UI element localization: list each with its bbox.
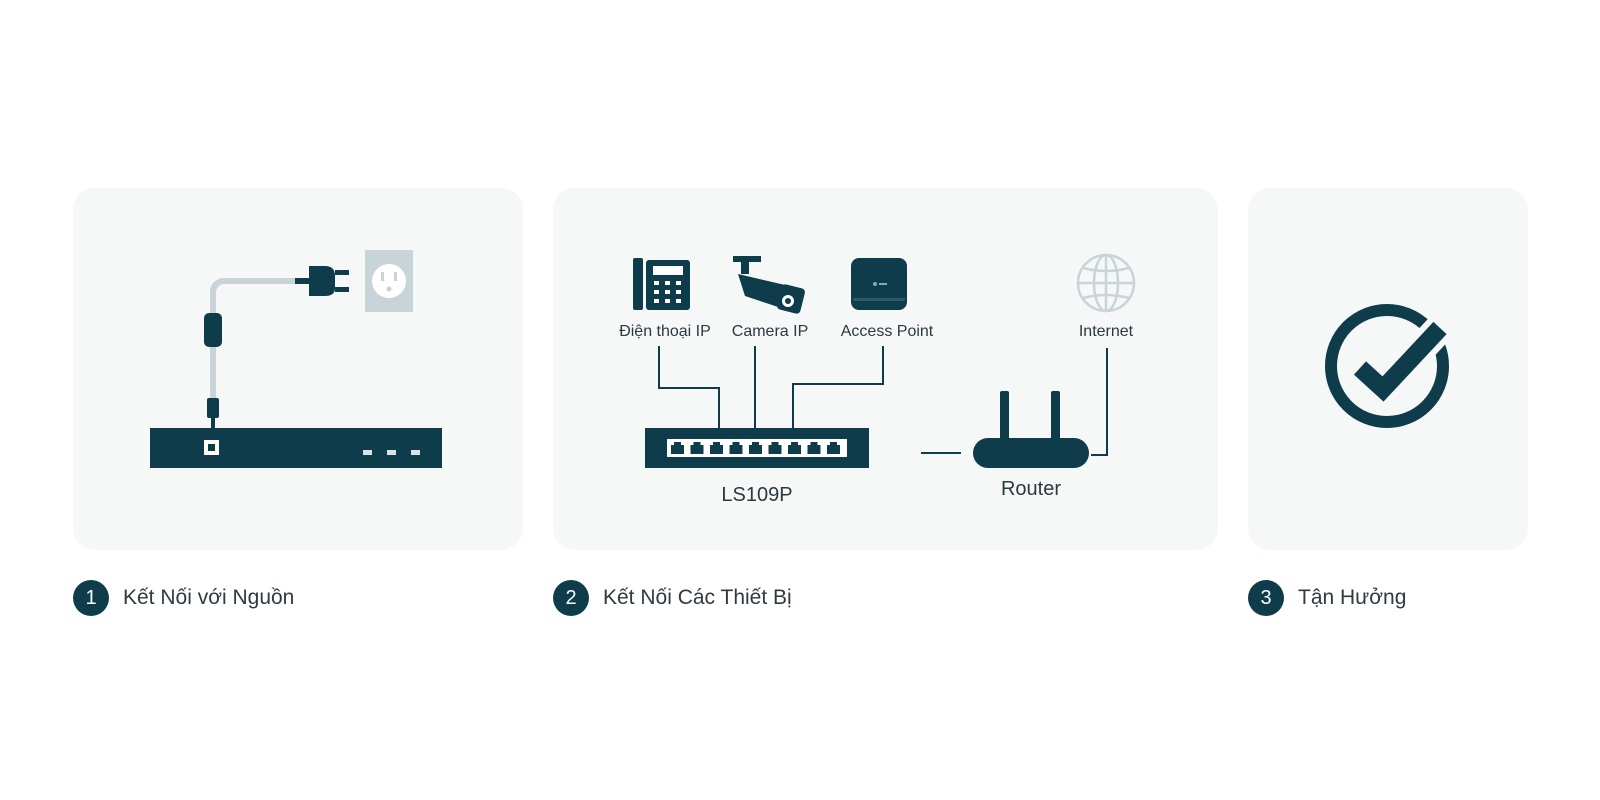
step-3-label: Tận Hưởng: [1298, 586, 1407, 609]
power-plug-icon: [295, 266, 349, 296]
wall-outlet-icon: [365, 250, 413, 312]
ethernet-port-icon: [768, 442, 782, 454]
power-cable: [210, 278, 298, 409]
network-diagram: Điện thoại IP Camera IP Access Point Int…: [619, 253, 1136, 506]
ap-link: [792, 346, 884, 428]
globe-icon: [1076, 253, 1136, 313]
access-point-icon: [851, 258, 907, 310]
switch-rear-panel-icon: [150, 428, 442, 468]
ethernet-port-icon: [690, 442, 704, 454]
connection-lines: [658, 346, 1108, 456]
switch-model-label: LS109P: [721, 484, 792, 506]
power-connection-illustration: [150, 250, 442, 468]
step-2-number: 2: [553, 580, 589, 616]
ethernet-port-icon: [749, 442, 762, 454]
step-2: 2 Kết Nối Các Thiết Bị: [553, 580, 792, 616]
ethernet-port-icon: [807, 442, 821, 454]
power-connection-card: [73, 188, 523, 550]
ip-phone-icon: [633, 258, 690, 310]
router-internet-link: [1091, 348, 1108, 456]
access-point-label: Access Point: [841, 323, 934, 340]
ip-phone-label: Điện thoại IP: [619, 323, 711, 340]
device-connection-card: Điện thoại IP Camera IP Access Point Int…: [553, 188, 1218, 550]
internet-label: Internet: [1079, 323, 1134, 340]
ip-camera-icon: [733, 256, 805, 314]
phone-link: [658, 346, 720, 428]
ethernet-port-icon: [671, 442, 684, 454]
step-3-number: 3: [1248, 580, 1284, 616]
ip-camera-label: Camera IP: [732, 323, 808, 340]
ferrite-bead-icon: [204, 313, 222, 347]
step-2-label: Kết Nối Các Thiết Bị: [603, 586, 792, 609]
check-circle-icon: [1325, 304, 1451, 428]
ethernet-port-icon: [729, 442, 743, 454]
router-label: Router: [1001, 478, 1061, 500]
enjoy-card: [1248, 188, 1528, 550]
step-1: 1 Kết Nối với Nguồn: [73, 580, 294, 616]
ethernet-port-icon: [710, 442, 723, 454]
ethernet-port-icon: [788, 442, 801, 454]
step-1-label: Kết Nối với Nguồn: [123, 586, 295, 609]
step-3: 3 Tận Hưởng: [1248, 580, 1406, 616]
check-illustration: [1325, 304, 1451, 428]
dc-plug-icon: [207, 398, 219, 418]
step-1-number: 1: [73, 580, 109, 616]
router-icon: [973, 391, 1089, 468]
ethernet-port-icon: [827, 442, 840, 454]
switch-ports: [671, 442, 840, 454]
